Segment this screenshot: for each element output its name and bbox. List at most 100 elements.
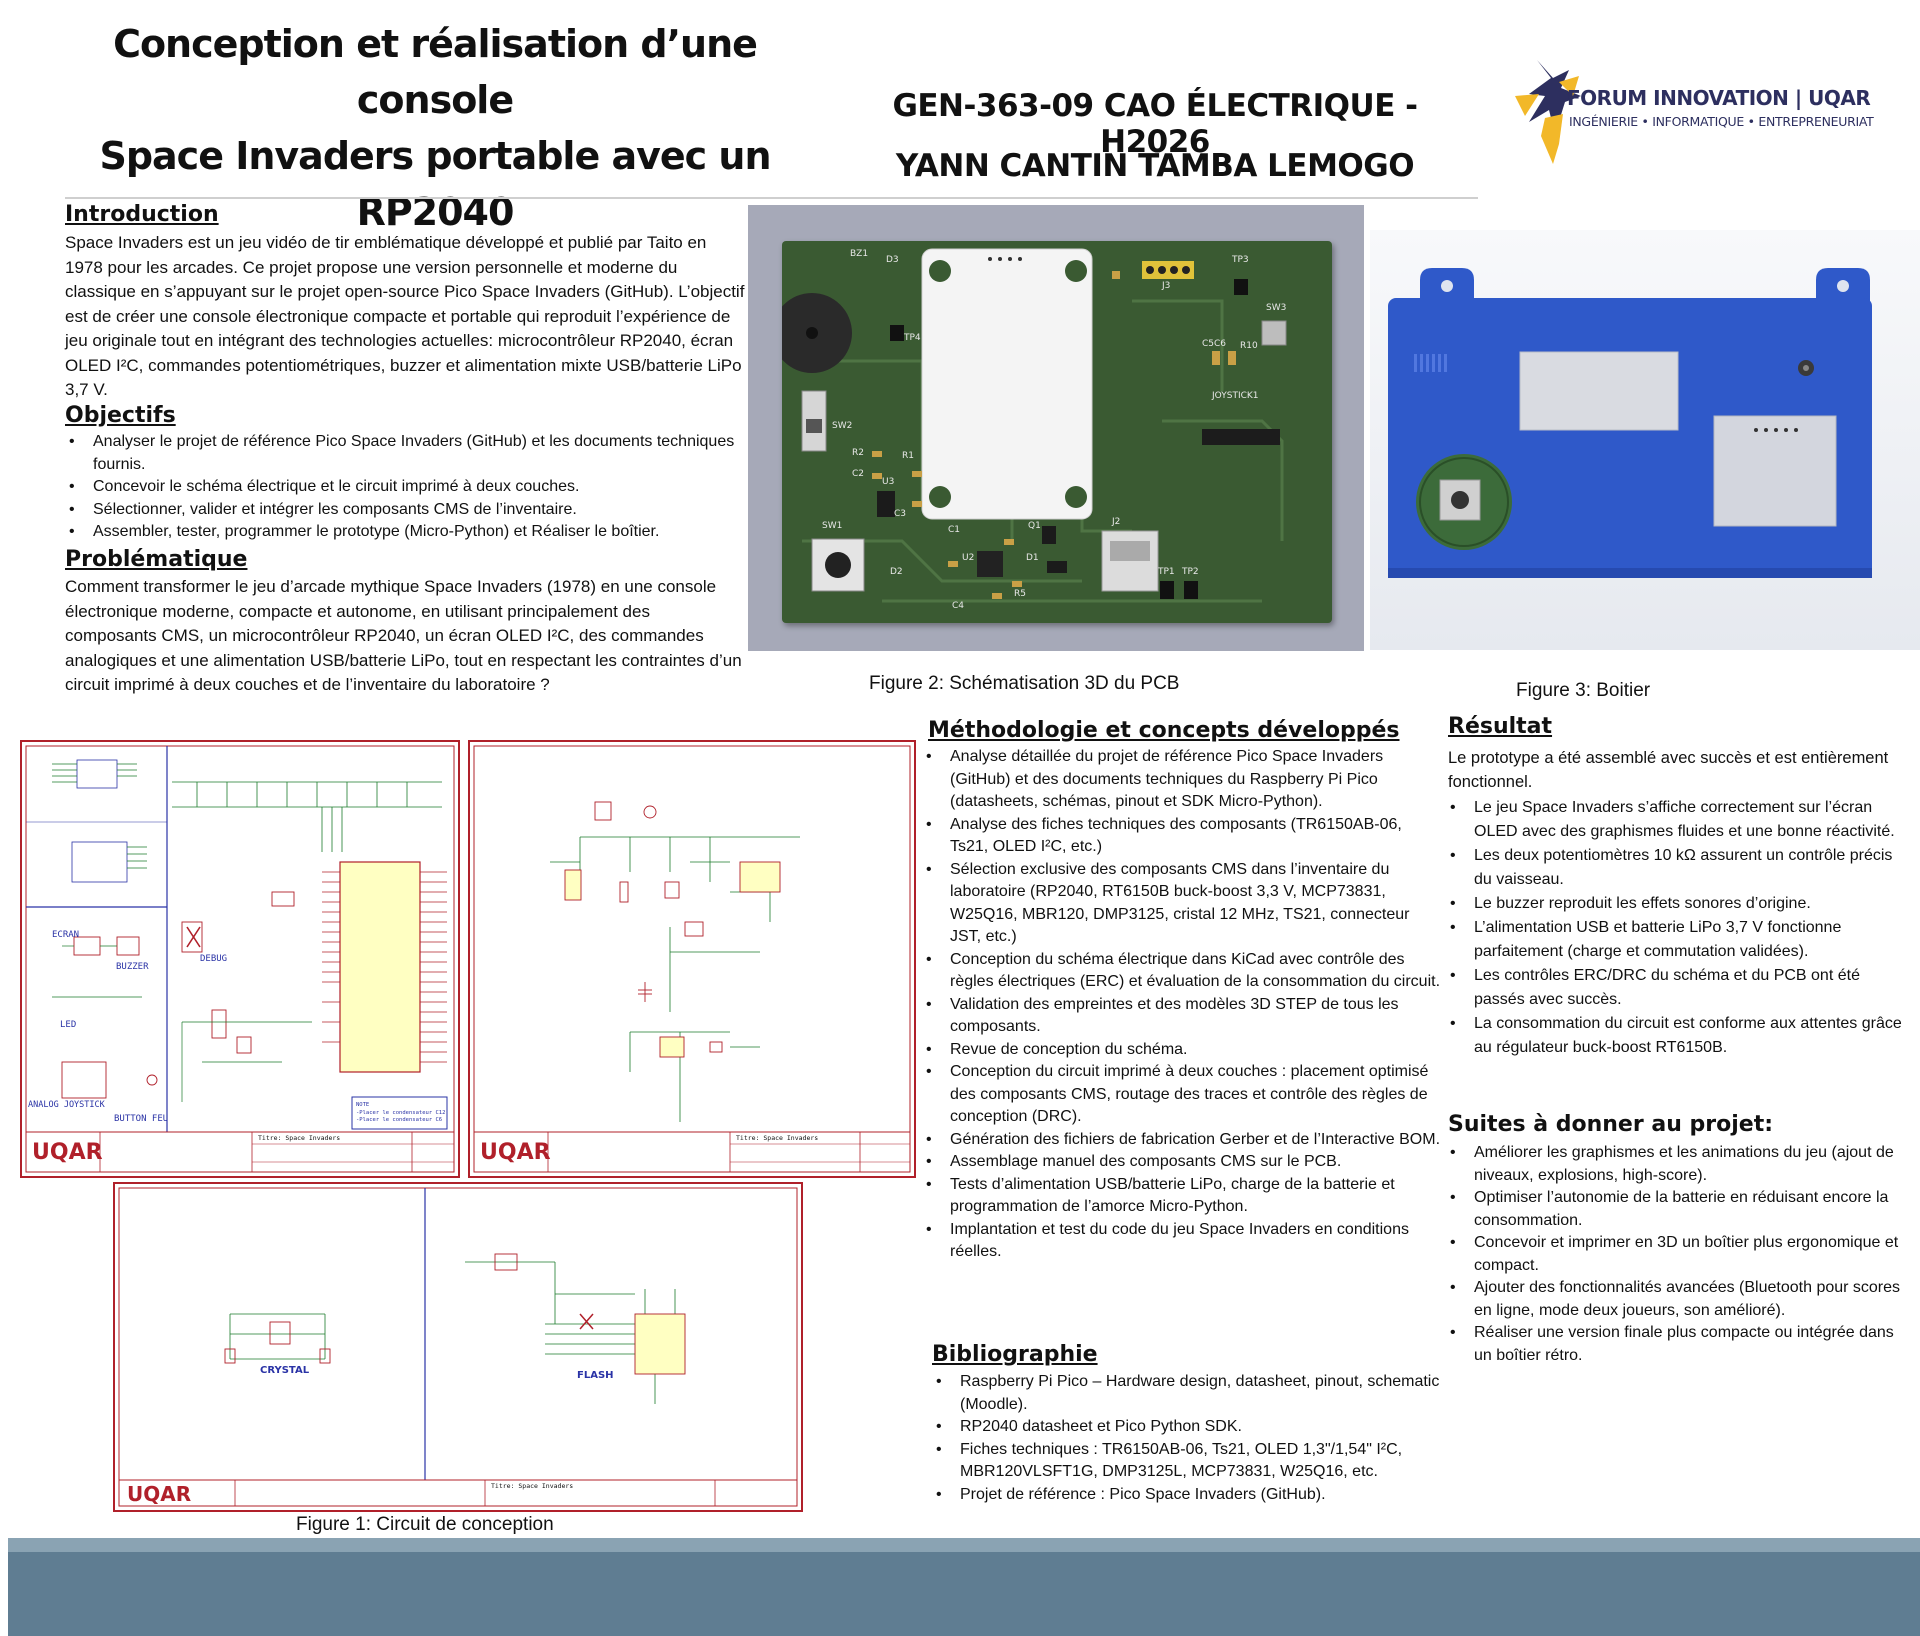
list-item: Améliorer les graphismes et les animatio… [1446,1142,1908,1187]
pcb-ref-r5: R5 [1014,589,1026,599]
logo-text-sub: INGÉNIERIE • INFORMATIQUE • ENTREPRENEUR… [1569,114,1874,129]
list-item: Conception du schéma électrique dans KiC… [922,949,1444,994]
logo-text-main: FORUM INNOVATION | UQAR [1567,86,1871,110]
pcb-board: BZ1 D3 J3 TP3 SW3 TP4 C5C6 R10 JOYSTICK1… [782,241,1332,623]
pcb-ref-c5c6: C5C6 [1202,339,1227,349]
header-divider [65,197,1478,199]
footer-band [8,1538,1920,1636]
pcb-ref-tp1: TP1 [1158,567,1175,577]
pcb-ref-d1: D1 [1026,553,1039,563]
list-item: Le buzzer reproduit les effets sonores d… [1446,892,1908,916]
pcb-ref-q1: Q1 [1028,521,1041,531]
sheet-1-title: Titre: Space Invaders [258,1134,341,1142]
suites-list: Améliorer les graphismes et les animatio… [1446,1142,1908,1367]
list-item: Réaliser une version finale plus compact… [1446,1322,1908,1367]
pcb-ref-r2: R2 [852,448,864,458]
pcb-ref-j3: J3 [1162,281,1171,291]
enclosure-render [1388,268,1872,578]
list-item: Concevoir le schéma électrique et le cir… [65,476,745,499]
list-item: Tests d’alimentation USB/batterie LiPo, … [922,1174,1444,1219]
block-led: LED [60,1020,77,1030]
list-item: Le jeu Space Invaders s’affiche correcte… [1446,796,1908,844]
problematique-body: Comment transformer le jeu d’arcade myth… [65,577,742,694]
resultat-intro: Le prototype a été assemblé avec succès … [1448,749,1889,791]
schematic-sheet-2: UQAR Titre: Space Invaders [468,740,916,1178]
pcb-ref-tp2: TP2 [1182,567,1199,577]
schematic-sheet-1: NOTE -Placer le condensateur C12 -Placer… [20,740,460,1178]
title-line-1: Conception et réalisation d’une console [113,22,758,122]
pcb-ref-u2: U2 [962,553,975,563]
pcb-ref-r1: R1 [902,451,914,461]
course-code: GEN-363-09 CAO ÉLECTRIQUE - H2026 [892,88,1418,160]
author-name: YANN CANTIN TAMBA LEMOGO [895,148,1415,184]
forum-innovation-logo: FORUM INNOVATION | UQAR INGÉNIERIE • INF… [1515,56,1874,168]
block-analog-joystick: ANALOG JOYSTICK [28,1100,105,1110]
pcb-ref-c4: C4 [952,601,965,611]
list-item: Analyser le projet de référence Pico Spa… [65,431,745,476]
schematic-sheet-3: UQAR Titre: Space Invaders CRYSTAL FLASH [113,1182,803,1512]
figure-2-caption: Figure 2: Schématisation 3D du PCB [869,673,1180,694]
sheet-3-logo: UQAR [127,1482,192,1506]
list-item: Les deux potentiomètres 10 kΩ assurent u… [1446,844,1908,892]
methodologie-list: Analyse détaillée du projet de référence… [922,746,1444,1264]
list-item: Assemblage manuel des composants CMS sur… [922,1151,1444,1174]
resultat-list: Le jeu Space Invaders s’affiche correcte… [1446,796,1908,1060]
bibliographie-list: Raspberry Pi Pico – Hardware design, dat… [932,1371,1444,1506]
methodologie-heading: Méthodologie et concepts développés [928,718,1400,743]
pcb-ref-c3: C3 [894,509,907,519]
bibliographie-heading: Bibliographie [932,1342,1098,1367]
list-item: RP2040 datasheet et Pico Python SDK. [932,1416,1444,1439]
list-item: Analyse des fiches techniques des compos… [922,814,1444,859]
pcb-ref-bz1: BZ1 [850,249,869,259]
pcb-3d-figure: BZ1 D3 J3 TP3 SW3 TP4 C5C6 R10 JOYSTICK1… [748,205,1364,651]
pcb-ref-c2: C2 [852,469,865,479]
figure-1-caption: Figure 1: Circuit de conception [296,1514,554,1535]
sheet-2-logo: UQAR [480,1140,551,1165]
sheet-2-title: Titre: Space Invaders [736,1134,819,1142]
pcb-ref-d3: D3 [886,255,899,265]
pcb-ref-r10: R10 [1240,341,1258,351]
list-item: Validation des empreintes et des modèles… [922,994,1444,1039]
objectifs-heading: Objectifs [65,403,176,428]
svg-text:NOTE: NOTE [356,1102,369,1108]
pcb-ref-sw1: SW1 [822,521,843,531]
introduction-heading: Introduction [65,202,219,227]
list-item: Optimiser l’autonomie de la batterie en … [1446,1187,1908,1232]
list-item: Fiches techniques : TR6150AB-06, Ts21, O… [932,1439,1444,1484]
svg-text:-Placer le condensateur C12: -Placer le condensateur C12 [356,1110,445,1116]
list-item: Génération des fichiers de fabrication G… [922,1129,1444,1152]
pcb-ref-u3: U3 [882,477,895,487]
pcb-ref-d2: D2 [890,567,903,577]
block-buzzer: BUZZER [116,962,149,972]
logo-star-icon [1515,60,1581,164]
footer-strip [8,1538,1920,1552]
list-item: Projet de référence : Pico Space Invader… [932,1484,1444,1507]
block-debug: DEBUG [200,954,228,964]
list-item: La consommation du circuit est conforme … [1446,1012,1908,1060]
suites-heading: Suites à donner au projet: [1448,1112,1774,1137]
enclosure-figure [1370,230,1920,650]
block-flash: FLASH [577,1370,614,1381]
list-item: Sélectionner, valider et intégrer les co… [65,499,745,522]
svg-text:-Placer le condensateur C6: -Placer le condensateur C6 [356,1117,442,1123]
resultat-heading: Résultat [1448,714,1553,739]
pcb-ref-tp4: TP4 [904,333,921,343]
list-item: Conception du circuit imprimé à deux cou… [922,1061,1444,1129]
pcb-ref-sw2: SW2 [832,421,853,431]
figure-3-caption: Figure 3: Boitier [1516,680,1651,701]
list-item: Concevoir et imprimer en 3D un boîtier p… [1446,1232,1908,1277]
block-ecran: ECRAN [52,930,80,940]
list-item: Ajouter des fonctionnalités avancées (Bl… [1446,1277,1908,1322]
list-item: Sélection exclusive des composants CMS d… [922,859,1444,949]
block-button-feu: BUTTON FEU [114,1114,169,1124]
block-crystal: CRYSTAL [260,1365,310,1376]
problematique-heading: Problématique [65,547,248,572]
list-item: Analyse détaillée du projet de référence… [922,746,1444,814]
list-item: Assembler, tester, programmer le prototy… [65,521,745,544]
list-item: Raspberry Pi Pico – Hardware design, dat… [932,1371,1444,1416]
list-item: Implantation et test du code du jeu Spac… [922,1219,1444,1264]
objectifs-list: Analyser le projet de référence Pico Spa… [65,431,745,544]
pcb-ref-sw3: SW3 [1266,303,1287,313]
pcb-ref-j2: J2 [1112,517,1121,527]
pcb-ref-tp3: TP3 [1232,255,1249,265]
